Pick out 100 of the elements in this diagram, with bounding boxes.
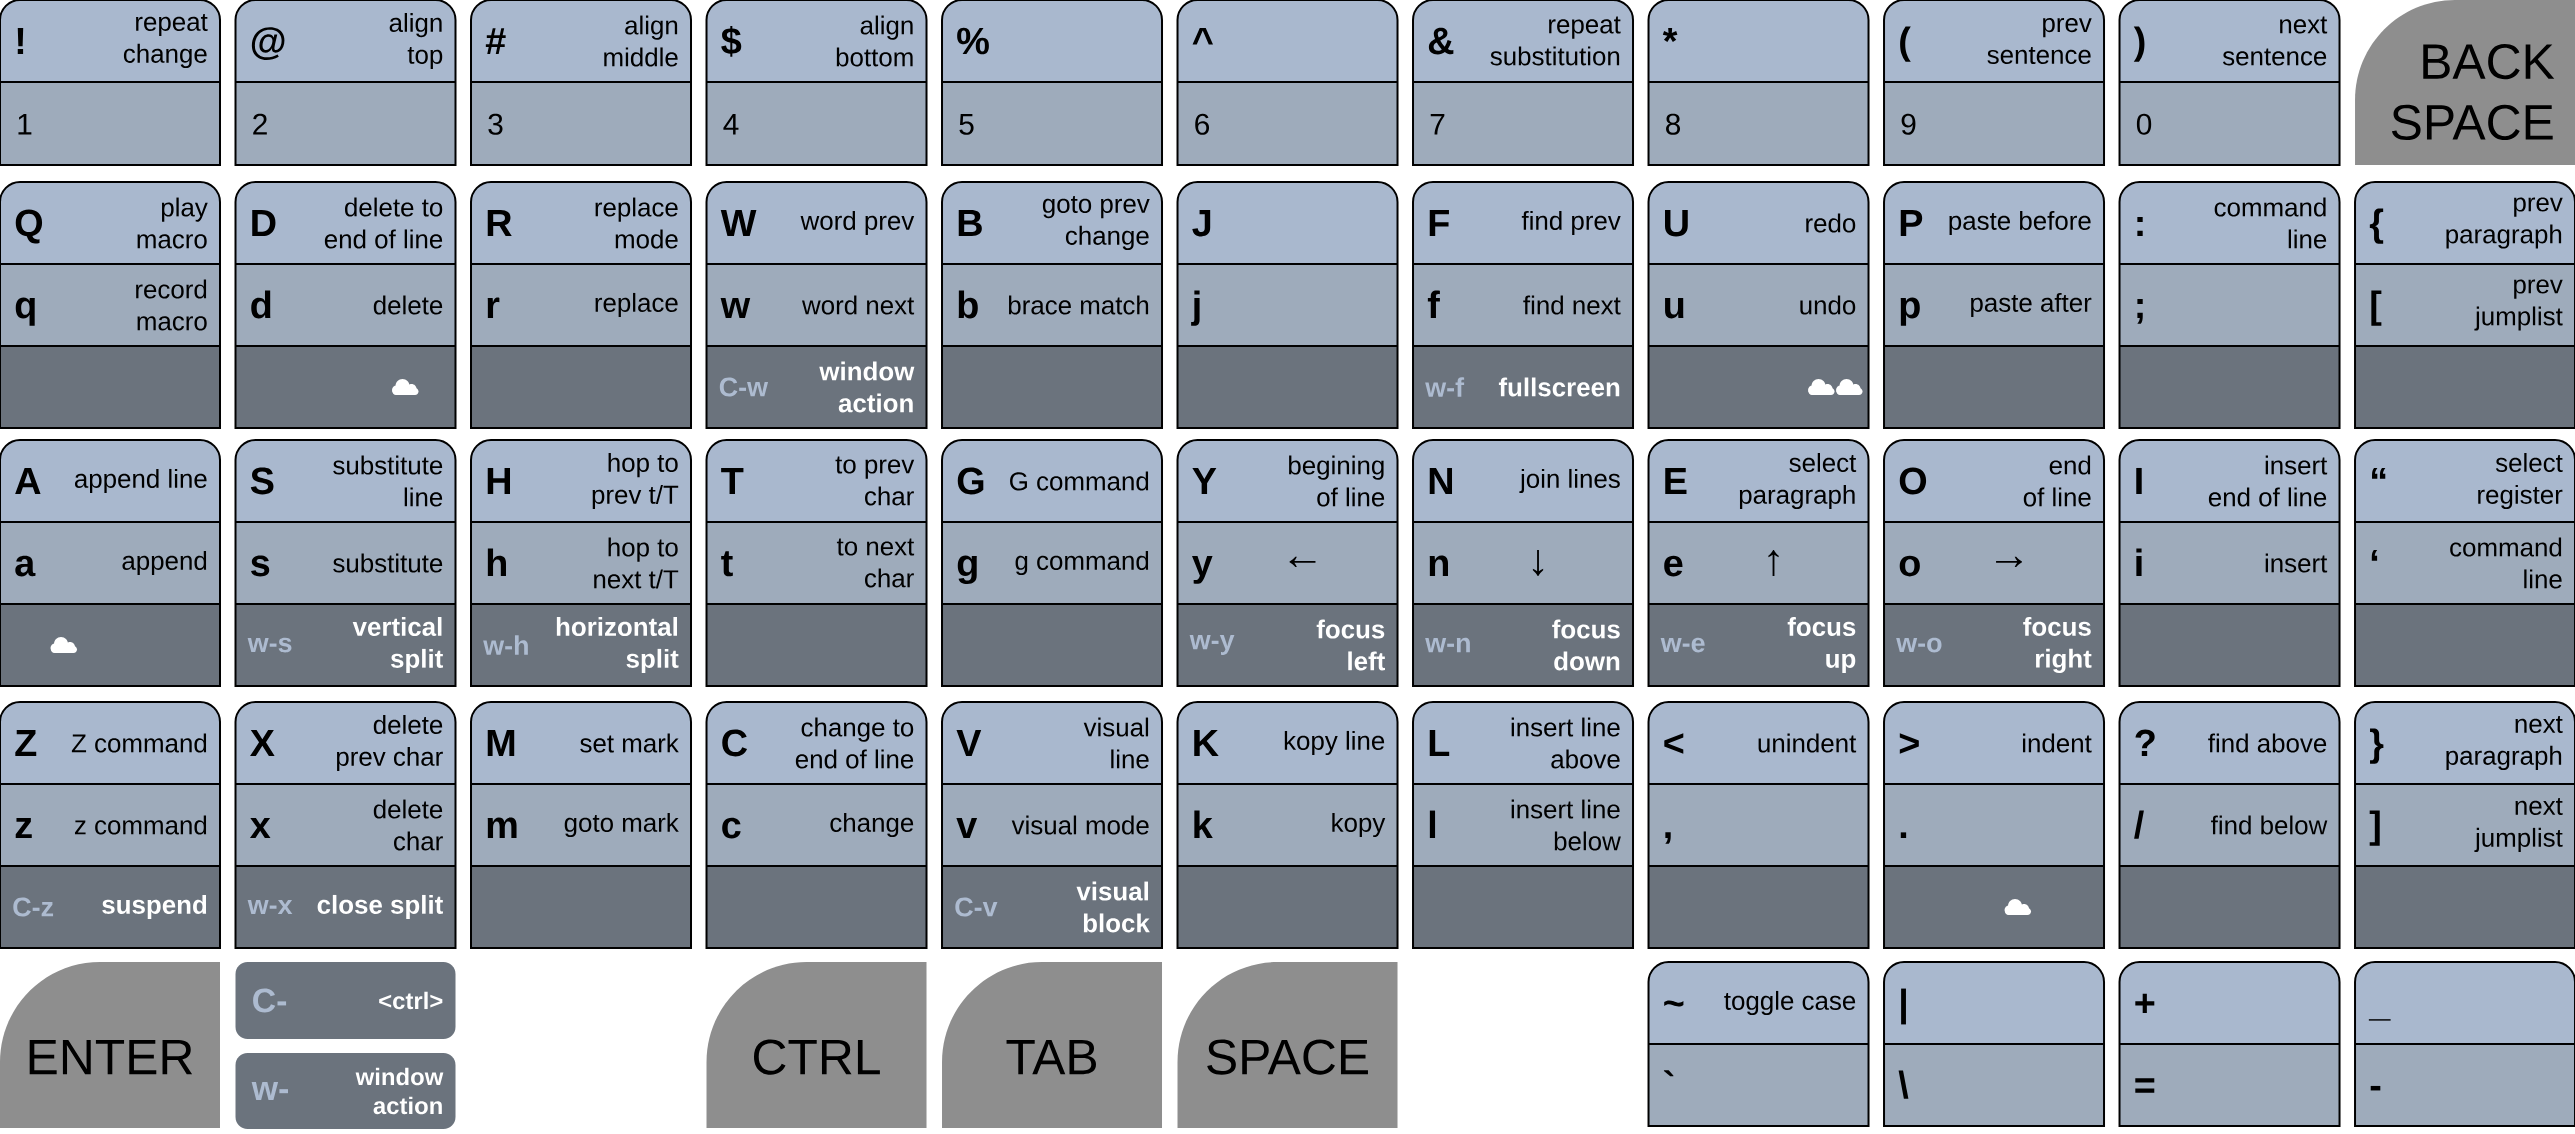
key-character: > xyxy=(1899,733,1919,754)
command-label: record macro xyxy=(136,279,207,331)
keyboard-key: CTRL xyxy=(706,962,927,1128)
keyboard-key xyxy=(0,701,221,949)
window-command-label: focus left xyxy=(1316,619,1385,671)
key-character: 1 xyxy=(18,113,32,135)
key-character: 6 xyxy=(1195,113,1210,135)
keyboard-key xyxy=(1412,0,1634,166)
window-command-label: close split xyxy=(317,894,443,920)
arrow-glyph: ← xyxy=(1289,556,1316,568)
keyboard-key xyxy=(470,701,692,949)
key-character: c xyxy=(722,817,741,839)
key-character: P xyxy=(1900,209,1923,236)
keyboard-key xyxy=(1883,0,2106,166)
key-character: \ xyxy=(1898,1070,1909,1099)
keyboard-key xyxy=(1412,439,1634,687)
keyboard-key xyxy=(1647,961,1870,1127)
command-label: select paragraph xyxy=(1739,453,1857,509)
command-label: repeat change xyxy=(123,14,208,68)
key-character: ^ xyxy=(1192,27,1213,45)
key-character: J xyxy=(1192,209,1211,237)
command-label: change xyxy=(830,812,914,838)
keyboard-key xyxy=(0,0,221,166)
key-character: n xyxy=(1429,555,1448,576)
keyboard-key xyxy=(470,0,692,166)
key-character: z xyxy=(15,818,32,838)
keyboard-key xyxy=(941,701,1163,949)
keyboard-key xyxy=(2354,961,2575,1127)
keyboard-key xyxy=(941,0,1163,166)
keyboard-key xyxy=(0,181,221,429)
command-label: find prev xyxy=(1521,210,1621,236)
prefix-label: C- xyxy=(253,988,287,1013)
key-character: 0 xyxy=(2136,113,2152,135)
key-character: + xyxy=(2135,993,2155,1014)
command-label: substitute xyxy=(333,553,443,573)
prefix-label: w-o xyxy=(1896,637,1942,653)
key-character: T xyxy=(721,467,744,494)
command-label: g command xyxy=(1015,550,1149,576)
key-character: d xyxy=(251,290,271,319)
key-character: D xyxy=(252,209,276,236)
keyboard-key xyxy=(1883,701,2106,949)
key-character: w xyxy=(720,298,751,318)
key-character: N xyxy=(1429,467,1452,494)
key-character: H xyxy=(487,467,510,494)
prefix-label: w-x xyxy=(247,899,293,915)
key-character: 3 xyxy=(488,113,503,135)
key-character: F xyxy=(1429,209,1449,236)
key-character: m xyxy=(487,817,517,838)
command-label: visual mode xyxy=(1011,815,1149,835)
command-label: brace match xyxy=(1008,295,1149,315)
window-command-label: visual block xyxy=(1076,881,1150,933)
keyboard-key xyxy=(1412,181,1634,429)
key-character: < xyxy=(1664,733,1684,754)
key-character: * xyxy=(1662,27,1678,43)
window-command-label: suspend xyxy=(102,894,207,920)
command-label: indent xyxy=(2023,733,2092,753)
keyboard-key xyxy=(470,439,692,687)
prefix-label: w- xyxy=(251,1082,288,1100)
key-character: / xyxy=(2134,810,2144,839)
command-label: next paragraph xyxy=(2446,716,2563,770)
command-label: prev sentence xyxy=(1987,17,2092,65)
window-command-label: <ctrl> xyxy=(379,991,443,1010)
command-label: insert xyxy=(2265,553,2328,573)
command-label: align middle xyxy=(604,15,678,67)
keyboard-key xyxy=(1647,0,1870,166)
key-character: } xyxy=(2370,728,2384,764)
prefix-label: w-y xyxy=(1189,635,1235,655)
command-label: delete to end of line xyxy=(324,197,443,249)
command-label: word next xyxy=(802,295,915,315)
command-label: prev paragraph xyxy=(2446,197,2563,249)
command-label: substitute line xyxy=(333,455,443,507)
key-character: p xyxy=(1900,297,1920,326)
command-label: hop to next t/T xyxy=(594,537,679,589)
key-character: ; xyxy=(2137,298,2143,324)
command-label: goto prev change xyxy=(1042,196,1150,250)
window-command-label: window action xyxy=(355,1067,444,1115)
key-character: o xyxy=(1899,555,1920,577)
keyboard-key xyxy=(2118,181,2341,429)
prefix-label: w-n xyxy=(1425,637,1470,653)
command-label: insert line above xyxy=(1511,717,1620,769)
key-character: = xyxy=(2135,1078,2155,1093)
arrow-glyph: ↓ xyxy=(1532,550,1544,576)
key-character: 2 xyxy=(253,113,267,135)
key-character: ` xyxy=(1663,1070,1674,1077)
window-command-label: focus up xyxy=(1787,617,1856,673)
keyboard-key xyxy=(235,1053,456,1129)
key-character: | xyxy=(1901,988,1906,1025)
key-character: @ xyxy=(251,27,285,60)
key-character: r xyxy=(487,297,500,318)
command-label: select register xyxy=(2478,453,2563,509)
command-label: replace xyxy=(595,292,678,318)
command-label: command line xyxy=(2214,197,2327,249)
key-character: [ xyxy=(2371,290,2382,326)
command-label: find next xyxy=(1523,295,1621,315)
key-character: E xyxy=(1665,467,1687,494)
command-label: delete xyxy=(373,295,443,315)
command-label: paste before xyxy=(1949,210,2091,236)
keyboard-key xyxy=(1883,961,2106,1127)
window-command-label: fullscreen xyxy=(1498,377,1620,397)
keyboard-key xyxy=(235,962,456,1039)
